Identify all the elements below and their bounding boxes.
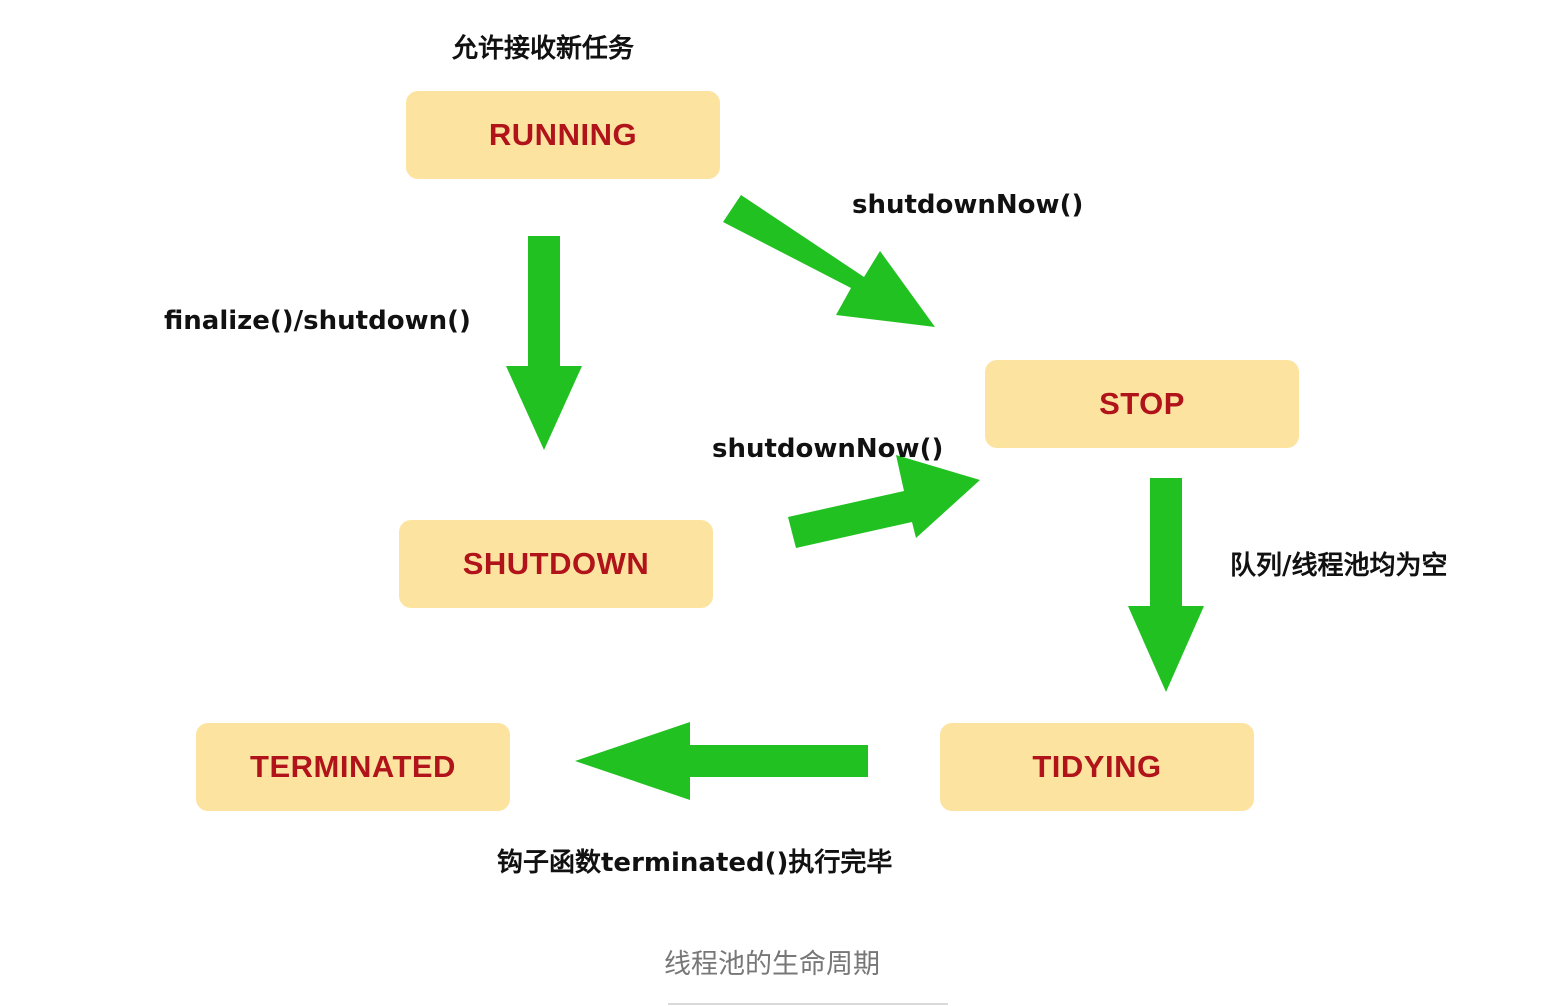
- arrow-tidying-to-terminated: [575, 722, 868, 800]
- state-stop-label: STOP: [1099, 386, 1185, 421]
- arrow-shutdown-to-stop: [788, 455, 980, 548]
- tidying-to-terminated-label: 钩子函数terminated()执行完毕: [497, 848, 893, 878]
- state-shutdown-label: SHUTDOWN: [462, 546, 650, 581]
- state-shutdown: SHUTDOWN: [399, 520, 713, 608]
- stop-to-tidying-label: 队列/线程池均为空: [1230, 551, 1448, 581]
- running-to-stop-label: shutdownNow(): [852, 190, 1084, 220]
- arrow-running-to-stop: [723, 195, 935, 327]
- state-stop: STOP: [985, 360, 1299, 448]
- state-tidying-label: TIDYING: [1032, 749, 1162, 784]
- caption-divider: [668, 1003, 948, 1005]
- state-tidying: TIDYING: [940, 723, 1254, 811]
- state-terminated-label: TERMINATED: [250, 749, 456, 784]
- running-to-shutdown-label: finalize()/shutdown(): [164, 306, 471, 336]
- arrow-running-to-shutdown: [506, 236, 582, 450]
- running-note-label: 允许接收新任务: [452, 34, 635, 64]
- arrow-stop-to-tidying: [1128, 478, 1204, 692]
- state-terminated: TERMINATED: [196, 723, 510, 811]
- figure-caption: 线程池的生命周期: [664, 949, 880, 980]
- state-running: RUNNING: [406, 91, 720, 179]
- shutdown-to-stop-label: shutdownNow(): [712, 434, 944, 464]
- state-running-label: RUNNING: [488, 117, 638, 152]
